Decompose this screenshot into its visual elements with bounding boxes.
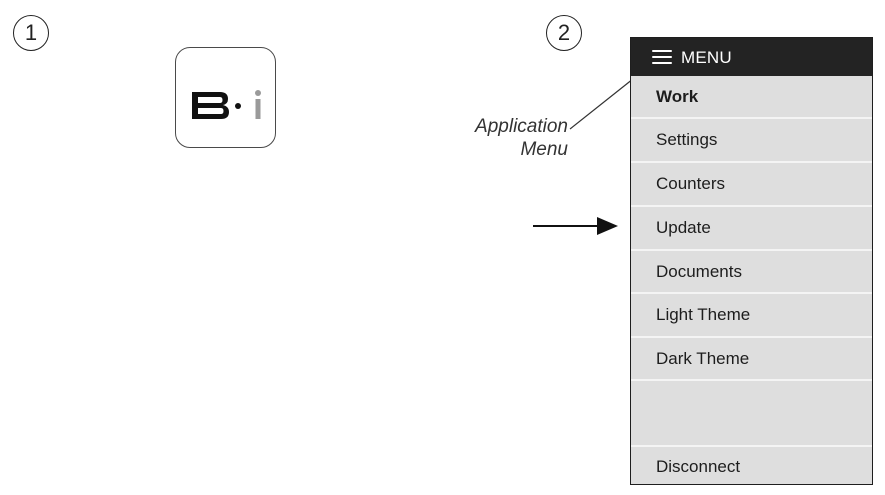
step-number-2: 2 (546, 15, 582, 51)
menu-item-label: Work (656, 86, 699, 106)
menu-item-counters[interactable]: Counters (631, 163, 872, 207)
menu-title: MENU (681, 48, 732, 67)
hamburger-icon[interactable] (652, 50, 672, 65)
menu-item-label: Light Theme (656, 305, 751, 324)
bi-logo-icon (192, 90, 261, 119)
menu-item-label: Documents (656, 261, 742, 281)
bi-app-icon[interactable] (175, 47, 276, 148)
menu-item-light-theme[interactable]: Light Theme (631, 294, 872, 338)
annotation-application: Application (475, 116, 568, 137)
pointer-arrow-head (597, 217, 618, 235)
annotation-menu: Menu (520, 139, 568, 160)
menu-item-work[interactable]: Work (631, 76, 872, 119)
menu-item-label: Settings (656, 130, 718, 149)
menu-item-label: Counters (656, 174, 725, 193)
menu-item-label: Dark Theme (656, 348, 750, 368)
menu-item-label: Update (656, 218, 711, 237)
menu-item-update[interactable]: Update (631, 207, 872, 251)
menu-item-dark-theme[interactable]: Dark Theme (631, 338, 872, 381)
application-menu: MENU Work Settings Counters Update Docum… (630, 37, 873, 485)
menu-item-documents[interactable]: Documents (631, 251, 872, 294)
menu-item-disconnect[interactable]: Disconnect (631, 447, 872, 484)
menu-empty-area (631, 381, 872, 447)
step-number-1: 1 (13, 15, 49, 51)
menu-item-label: Disconnect (656, 456, 741, 476)
menu-item-settings[interactable]: Settings (631, 119, 872, 163)
menu-header[interactable]: MENU (631, 38, 872, 76)
